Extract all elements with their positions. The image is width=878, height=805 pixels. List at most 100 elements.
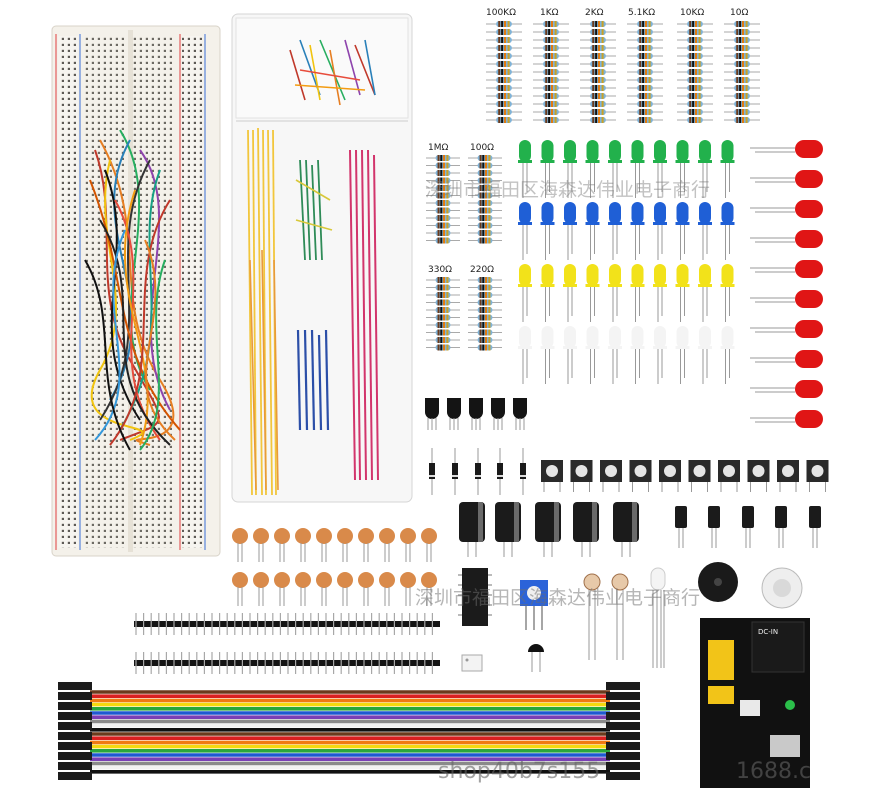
watermark-mid: 深圳市福田区海森达伟业电子商行 bbox=[415, 587, 700, 609]
electrolytic-capacitor bbox=[459, 502, 485, 557]
resistor bbox=[677, 61, 713, 67]
diode bbox=[429, 448, 435, 495]
resistor bbox=[724, 101, 760, 107]
resistor-label-100k: 100KΩ bbox=[486, 8, 516, 18]
ceramic-capacitor bbox=[358, 528, 374, 562]
ceramic-capacitor bbox=[337, 528, 353, 562]
led bbox=[608, 202, 622, 260]
resistor bbox=[627, 45, 663, 51]
led bbox=[540, 202, 555, 260]
red-led bbox=[750, 290, 823, 308]
resistor bbox=[486, 45, 522, 51]
push-button bbox=[629, 460, 652, 492]
resistor bbox=[580, 101, 616, 107]
jumper-wire-box bbox=[231, 13, 413, 503]
diodes bbox=[429, 448, 526, 495]
resistor bbox=[426, 155, 460, 161]
red-led bbox=[750, 410, 823, 428]
ceramic-capacitors bbox=[232, 528, 437, 606]
led bbox=[518, 202, 532, 260]
ceramic-capacitor bbox=[274, 528, 290, 562]
push-button bbox=[777, 460, 799, 492]
resistor bbox=[724, 29, 760, 35]
led bbox=[630, 202, 645, 260]
led bbox=[563, 202, 577, 260]
led bbox=[698, 326, 712, 384]
resistor bbox=[426, 207, 460, 214]
push-button bbox=[541, 460, 563, 492]
resistor bbox=[580, 21, 616, 27]
electrolytic-capacitor bbox=[613, 502, 639, 557]
resistor bbox=[468, 155, 502, 161]
led bbox=[653, 202, 667, 260]
resistor bbox=[486, 37, 522, 43]
resistor bbox=[486, 109, 522, 115]
resistor bbox=[533, 85, 569, 91]
led bbox=[653, 326, 667, 384]
resistor bbox=[724, 93, 760, 99]
resistor bbox=[486, 61, 522, 67]
led-set bbox=[518, 140, 735, 384]
thermistor bbox=[528, 644, 544, 672]
resistor bbox=[580, 109, 616, 115]
resistor bbox=[627, 69, 663, 75]
resistor bbox=[426, 200, 460, 206]
resistor bbox=[468, 162, 502, 169]
led bbox=[585, 264, 600, 322]
resistor bbox=[468, 337, 502, 343]
led bbox=[518, 140, 532, 198]
led bbox=[720, 264, 735, 322]
resistor bbox=[724, 37, 760, 43]
dupont-connector bbox=[58, 762, 640, 770]
resistor bbox=[468, 322, 502, 328]
resistor bbox=[426, 314, 460, 321]
potentiometer bbox=[520, 580, 548, 630]
led bbox=[540, 326, 555, 384]
transistor bbox=[469, 398, 483, 430]
resistor bbox=[533, 21, 569, 27]
electrolytic-capacitor bbox=[495, 502, 521, 557]
electrolytic-capacitor-small bbox=[742, 506, 754, 548]
resistor bbox=[486, 53, 522, 59]
resistor bbox=[677, 37, 713, 43]
resistor bbox=[468, 207, 502, 214]
ceramic-capacitor bbox=[253, 572, 269, 606]
electrolytic-capacitor-small bbox=[809, 506, 821, 548]
led bbox=[698, 202, 712, 260]
resistor bbox=[426, 344, 460, 351]
red-led bbox=[750, 320, 823, 338]
led bbox=[653, 140, 667, 198]
resistor bbox=[533, 93, 569, 99]
resistor bbox=[677, 45, 713, 51]
resistor bbox=[580, 37, 616, 43]
electrolytic-capacitors bbox=[459, 502, 821, 557]
ceramic-capacitor bbox=[400, 572, 416, 606]
dupont-connector bbox=[58, 742, 640, 750]
resistor bbox=[677, 117, 713, 123]
resistor bbox=[426, 337, 460, 343]
resistor bbox=[627, 109, 663, 115]
dupont-connector bbox=[58, 682, 640, 690]
resistor bbox=[486, 117, 522, 123]
transistor bbox=[513, 398, 527, 430]
red-led bbox=[750, 350, 823, 368]
dupont-connector bbox=[58, 712, 640, 720]
resistor bbox=[580, 117, 616, 123]
resistor bbox=[580, 77, 616, 83]
dupont-connector bbox=[58, 772, 640, 780]
resistor bbox=[627, 21, 663, 27]
buzzer bbox=[698, 562, 803, 609]
resistor-set bbox=[426, 21, 760, 351]
resistor bbox=[533, 45, 569, 51]
resistor bbox=[468, 200, 502, 206]
resistor bbox=[426, 215, 460, 221]
resistor bbox=[533, 37, 569, 43]
resistor bbox=[426, 222, 460, 229]
ceramic-capacitor bbox=[274, 572, 290, 606]
resistor bbox=[580, 53, 616, 59]
resistor bbox=[627, 53, 663, 59]
ceramic-capacitor bbox=[421, 572, 437, 606]
push-button bbox=[659, 460, 681, 492]
resistor bbox=[468, 307, 502, 313]
rgb-led bbox=[650, 567, 666, 668]
